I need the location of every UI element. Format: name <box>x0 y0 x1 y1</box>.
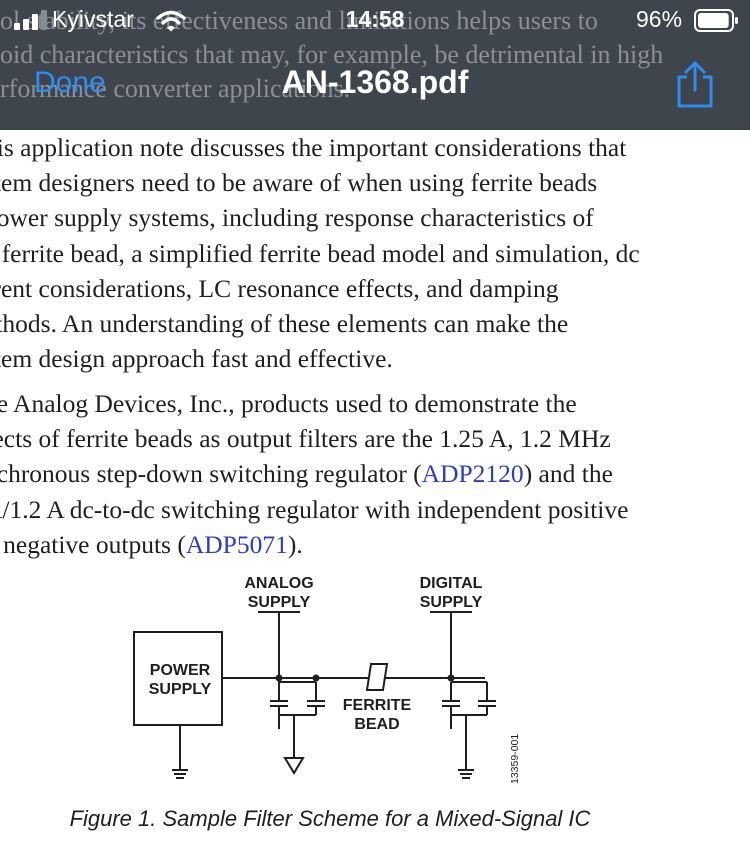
status-bar: Kyivstar 14:58 96% <box>0 0 750 40</box>
done-button[interactable]: Done <box>34 66 106 99</box>
text-line: e ferrite bead, a simplified ferrite bea… <box>0 238 640 268</box>
figure-caption: Figure 1. Sample Filter Scheme for a Mix… <box>69 806 591 831</box>
power-supply-label: POWER <box>150 662 211 679</box>
text-span: ). <box>287 529 303 559</box>
text-span: nchronous step-down switching regulator … <box>0 459 422 489</box>
background-line: rformance converter applications. <box>0 74 351 103</box>
text-line: nchronous step-down switching regulator … <box>0 456 628 491</box>
paragraph-products: he Analog Devices, Inc., products used t… <box>0 386 628 562</box>
background-line: oid characteristics that may, for exampl… <box>0 40 664 69</box>
text-line: A/1.2 A dc-to-dc switching regulator wit… <box>0 494 629 524</box>
battery-icon <box>694 9 738 32</box>
text-line: stem design approach fast and effective. <box>0 344 393 374</box>
schematic-wires <box>172 611 496 779</box>
cellular-signal-icon <box>14 10 47 30</box>
text-line: stem designers need to be aware of when … <box>0 168 598 198</box>
carrier-name: Kyivstar <box>52 6 134 32</box>
document-title: AN-1368.pdf <box>281 64 469 100</box>
top-bar: ol stability, its effectiveness and limi… <box>0 0 750 130</box>
analog-supply-label: ANALOG <box>244 575 313 592</box>
share-icon[interactable] <box>674 60 716 108</box>
text-line: ethods. An understanding of these elemen… <box>0 308 569 338</box>
background-line: ol stability, its effectiveness and limi… <box>0 6 598 35</box>
text-span: d negative outputs ( <box>0 529 186 559</box>
adp5071-link[interactable]: ADP5071 <box>185 529 288 559</box>
power-supply-label: SUPPLY <box>149 681 212 698</box>
battery-percentage: 96% <box>636 6 683 32</box>
ferrite-bead-symbol <box>365 663 389 691</box>
navigation-bar: Done AN-1368.pdf <box>0 52 750 116</box>
paragraph-intro: his application note discusses the impor… <box>0 130 640 376</box>
adp2120-link[interactable]: ADP2120 <box>421 459 524 489</box>
pdf-page[interactable]: his application note discusses the impor… <box>0 130 750 862</box>
wifi-icon <box>156 10 186 32</box>
text-line: rrent considerations, LC resonance effec… <box>0 273 559 303</box>
text-line: he Analog Devices, Inc., products used t… <box>0 389 577 418</box>
figure-id: 13359-001 <box>509 734 521 784</box>
ferrite-bead-label: FERRITE <box>343 697 412 714</box>
text-span: ) and the <box>523 459 613 489</box>
ferrite-bead-label: BEAD <box>354 716 399 733</box>
junction-dots <box>275 674 455 682</box>
clock: 14:58 <box>345 6 405 32</box>
digital-supply-label: DIGITAL <box>420 575 483 592</box>
digital-supply-label: SUPPLY <box>420 594 483 611</box>
text-line: fects of ferrite beads as output filters… <box>0 424 611 454</box>
filter-schematic: ANALOG SUPPLY DIGITAL SUPPLY POWER SUPPL… <box>133 575 521 784</box>
text-line: power supply systems, including response… <box>0 203 594 233</box>
background-document-text: ol stability, its effectiveness and limi… <box>0 0 750 106</box>
text-line: d negative outputs (ADP5071). <box>0 527 628 562</box>
analog-supply-label: SUPPLY <box>248 594 311 611</box>
text-line: his application note discusses the impor… <box>0 133 627 162</box>
